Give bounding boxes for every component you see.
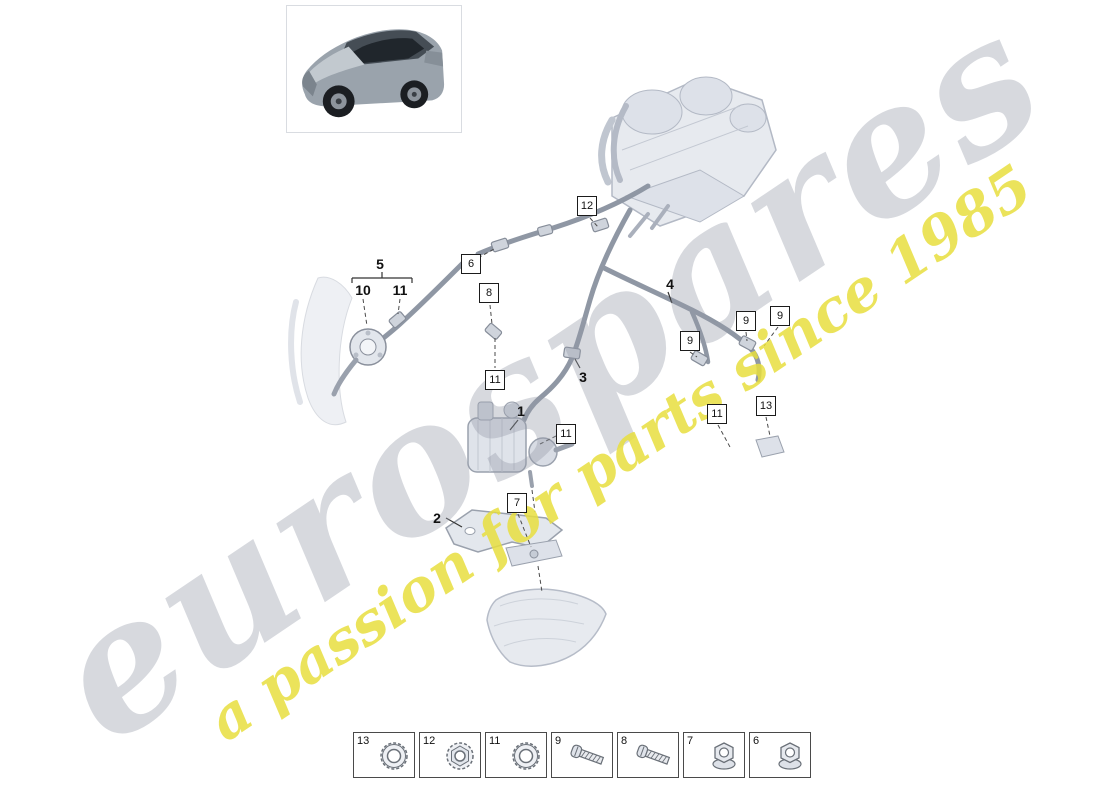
callout-10[interactable]: 10 [355,282,371,298]
legend-item-12[interactable]: 12 [419,732,481,778]
legend-item-6[interactable]: 6 [749,732,811,778]
legend-number: 8 [621,735,628,747]
legend-number: 7 [687,735,694,747]
bracket-shape [445,509,564,567]
hex-flange-nut-icon [769,737,809,780]
callout-11-c[interactable]: 11 [556,424,576,444]
legend-item-7[interactable]: 7 [683,732,745,778]
legend-number: 13 [357,735,370,747]
callout-11-d[interactable]: 11 [707,404,727,424]
flange-shape [331,328,387,397]
legend-number: 11 [489,735,501,747]
callout-2[interactable]: 2 [433,510,441,526]
callout-1[interactable]: 1 [517,403,525,419]
leader-lines-dashed [362,217,779,593]
callout-4[interactable]: 4 [666,276,674,292]
legend-item-8[interactable]: 8 [617,732,679,778]
legend-number: 12 [423,735,436,747]
ring-nut-icon [505,737,545,780]
callout-6[interactable]: 6 [461,254,481,274]
callout-11-b[interactable]: 11 [485,370,505,390]
callout-13[interactable]: 13 [756,396,776,416]
callout-12[interactable]: 12 [577,196,597,216]
vehicle-thumbnail [286,5,462,133]
hex-flange-nut-icon [703,737,743,780]
callout-9-a[interactable]: 9 [680,331,700,351]
hose-clamps [388,217,757,367]
legend-item-13[interactable]: 13 [353,732,415,778]
screw-icon [633,737,677,780]
legend-number: 6 [753,735,760,747]
callout-7[interactable]: 7 [507,493,527,513]
callout-9-b[interactable]: 9 [736,311,756,331]
shield-shape [486,588,607,667]
small-bracket-shape [755,435,785,458]
callout-5[interactable]: 5 [376,256,384,272]
suv-illustration [302,29,445,118]
callout-3[interactable]: 3 [579,369,587,385]
callout-9-c[interactable]: 9 [770,306,790,326]
legend-item-9[interactable]: 9 [551,732,613,778]
leader-lines-solid [351,272,673,528]
flange-ring-nut-icon [439,737,479,780]
legend-number: 9 [555,735,562,747]
aux-heater-shape [467,401,575,488]
callout-11-a[interactable]: 11 [392,282,408,298]
legend-item-11[interactable]: 11 [485,732,547,778]
fastener-legend: 13 12 11 [353,732,811,778]
callout-8[interactable]: 8 [479,283,499,303]
ring-nut-icon [373,737,413,780]
screw-icon [567,737,611,780]
